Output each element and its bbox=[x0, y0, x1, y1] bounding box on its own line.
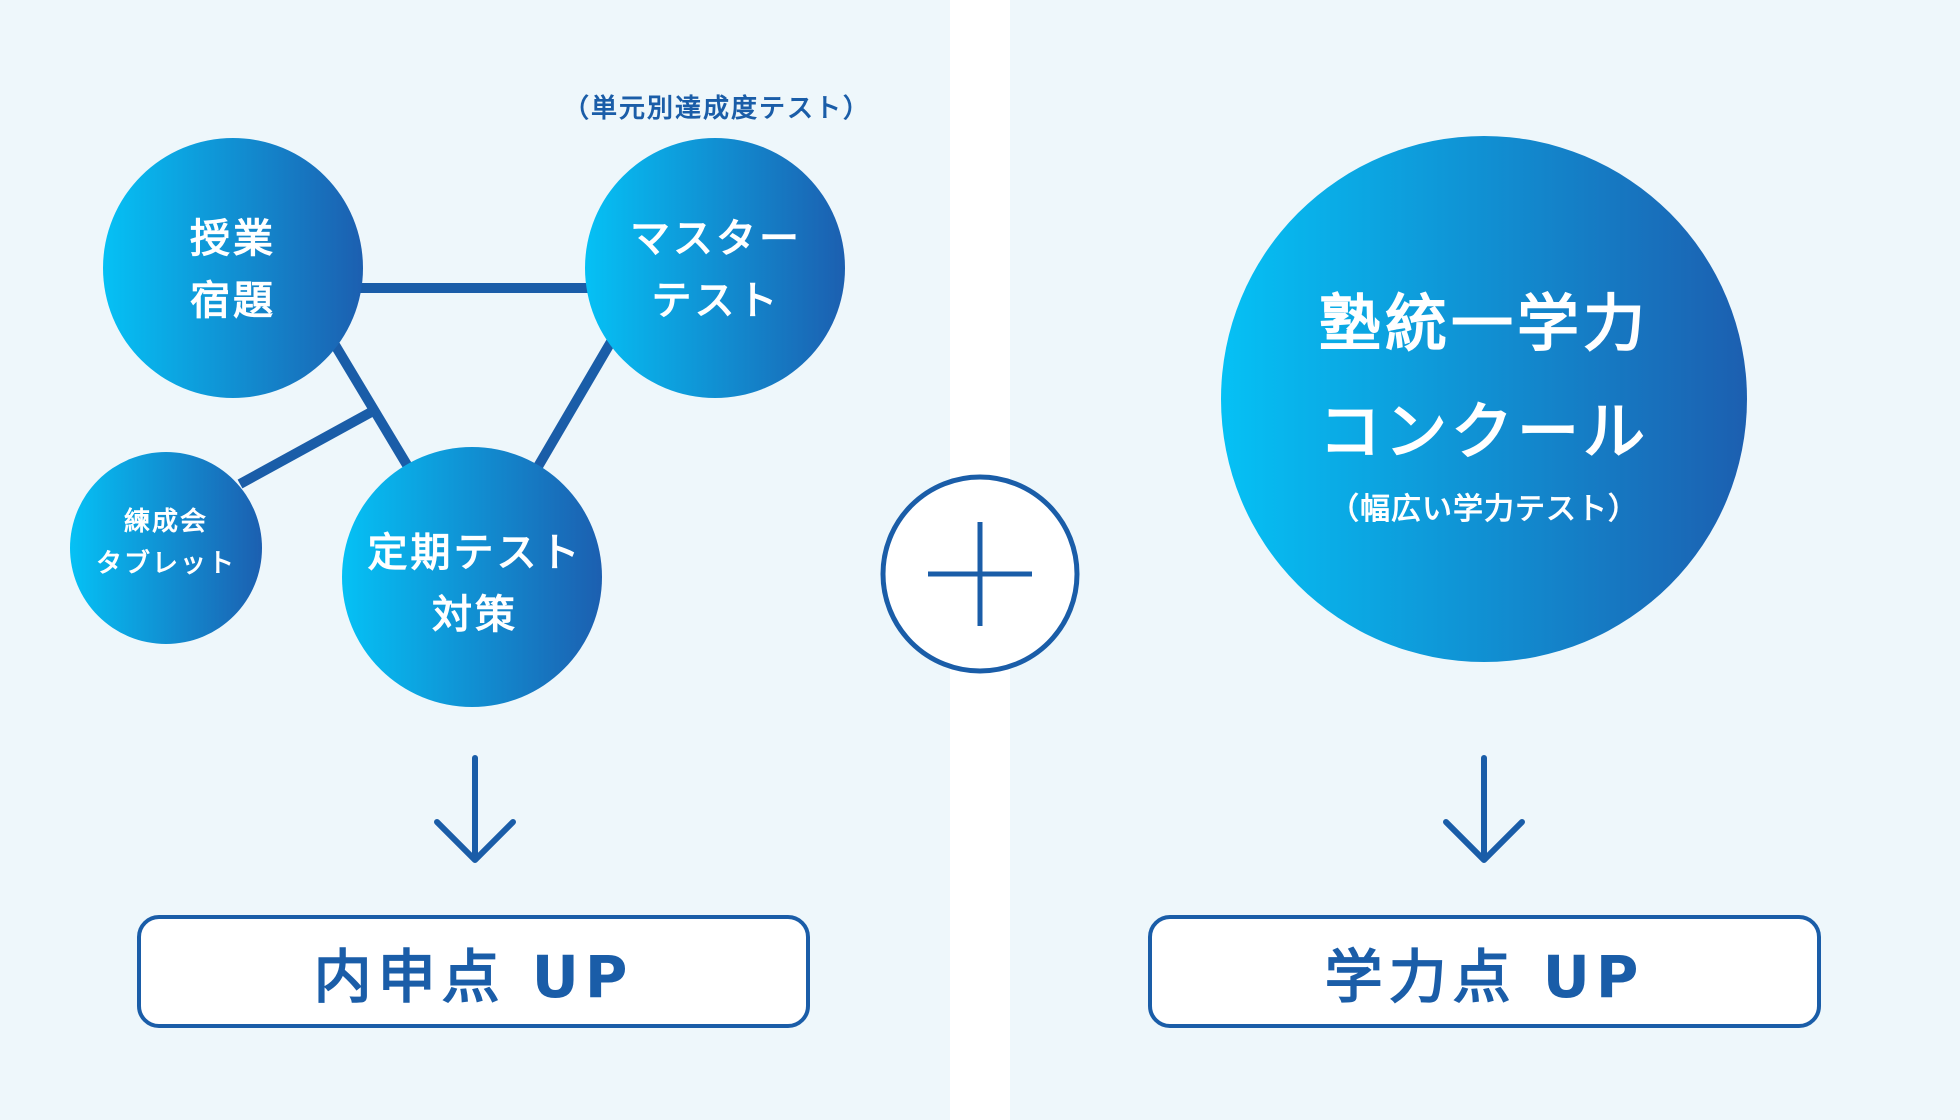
tablet-line2: タブレット bbox=[95, 549, 237, 579]
bubble-homework bbox=[103, 138, 363, 398]
node-master-test-label: マスター テスト bbox=[630, 208, 802, 332]
bubble-gakuryoku-concours bbox=[1221, 136, 1747, 662]
connector-tablet-junction bbox=[237, 405, 378, 489]
result-gakuryokuten-up: 学力点 UP bbox=[1148, 915, 1821, 1028]
periodic-test-line1: 定期テスト bbox=[367, 530, 583, 576]
homework-line1: 授業 bbox=[190, 216, 276, 262]
homework-line2: 宿題 bbox=[190, 278, 276, 324]
bubble-master-test bbox=[585, 138, 845, 398]
master-test-caption: （単元別達成度テスト） bbox=[563, 94, 872, 124]
arrow-down-icon bbox=[434, 755, 516, 863]
connector-lines bbox=[237, 283, 620, 489]
node-homework-label: 授業 宿題 bbox=[190, 208, 276, 332]
node-gakuryoku-concours-label: 塾統一学力 コンクール （幅広い学力テスト） bbox=[1319, 270, 1649, 530]
connector-master-periodic bbox=[531, 332, 620, 473]
node-periodic-test-label: 定期テスト 対策 bbox=[368, 522, 583, 646]
result-left-label: 内申点 UP bbox=[313, 942, 634, 1011]
master-test-line1: マスター bbox=[630, 216, 802, 262]
bubble-periodic-test bbox=[342, 447, 602, 707]
concours-sub: （幅広い学力テスト） bbox=[1328, 492, 1639, 527]
concours-line2: コンクール bbox=[1318, 395, 1650, 468]
periodic-test-line2: 対策 bbox=[432, 592, 518, 638]
node-tablet-label: 練成会 タブレット bbox=[96, 501, 236, 585]
result-naishinten-up: 内申点 UP bbox=[137, 915, 810, 1028]
bubble-tablet bbox=[70, 452, 262, 644]
plus-icon bbox=[880, 474, 1080, 674]
master-test-line2: テスト bbox=[651, 278, 781, 324]
tablet-line1: 練成会 bbox=[123, 507, 209, 537]
concours-line1: 塾統一学力 bbox=[1318, 287, 1650, 360]
arrow-down-icon bbox=[1443, 755, 1525, 863]
result-right-label: 学力点 UP bbox=[1324, 942, 1645, 1011]
